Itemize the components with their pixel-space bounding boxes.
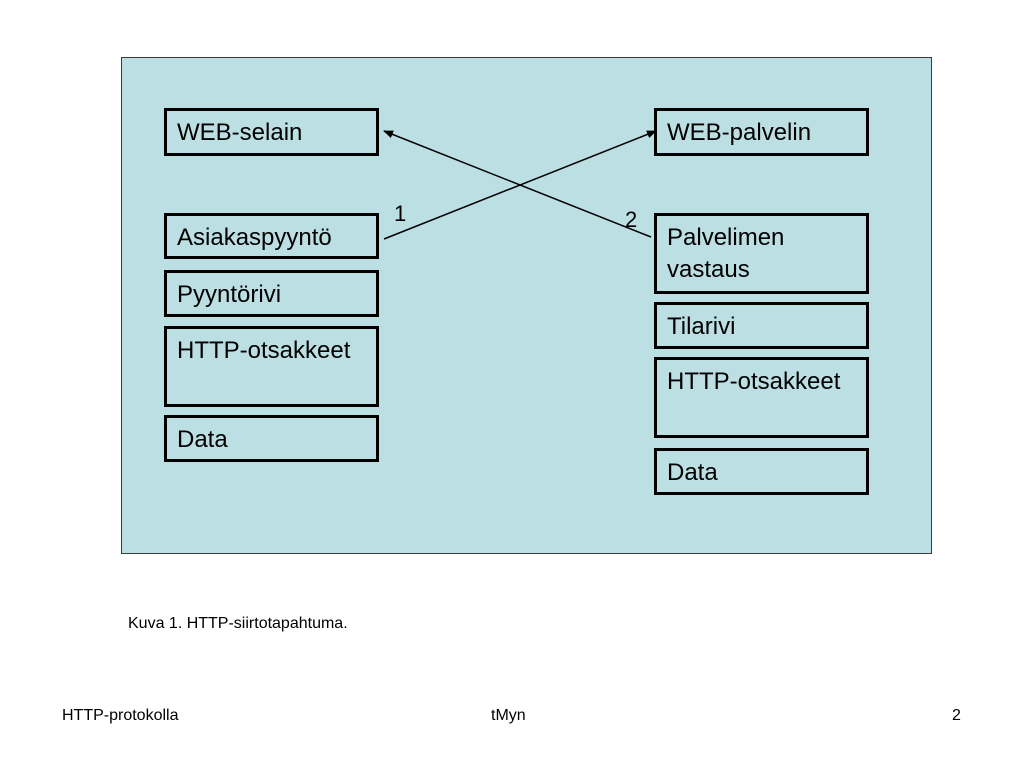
footer-center: tMyn (491, 707, 526, 724)
web-server-box: WEB-palvelin (654, 108, 869, 156)
client-request-box: Asiakaspyyntö (164, 213, 379, 259)
web-browser-box: WEB-selain (164, 108, 379, 156)
arrow-2-label: 2 (625, 207, 638, 232)
arrow-1-label: 1 (394, 201, 407, 226)
request-headers-box: HTTP-otsakkeet (164, 326, 379, 407)
figure-caption: Kuva 1. HTTP-siirtotapahtuma. (128, 615, 348, 632)
response-data-box: Data (654, 448, 869, 495)
response-headers-box: HTTP-otsakkeet (654, 357, 869, 438)
request-data-box: Data (164, 415, 379, 462)
footer-left: HTTP-protokolla (62, 707, 179, 724)
request-line-box: Pyyntörivi (164, 270, 379, 317)
slide-number: 2 (952, 707, 961, 724)
server-response-box: Palvelimen vastaus (654, 213, 869, 294)
status-line-box: Tilarivi (654, 302, 869, 349)
